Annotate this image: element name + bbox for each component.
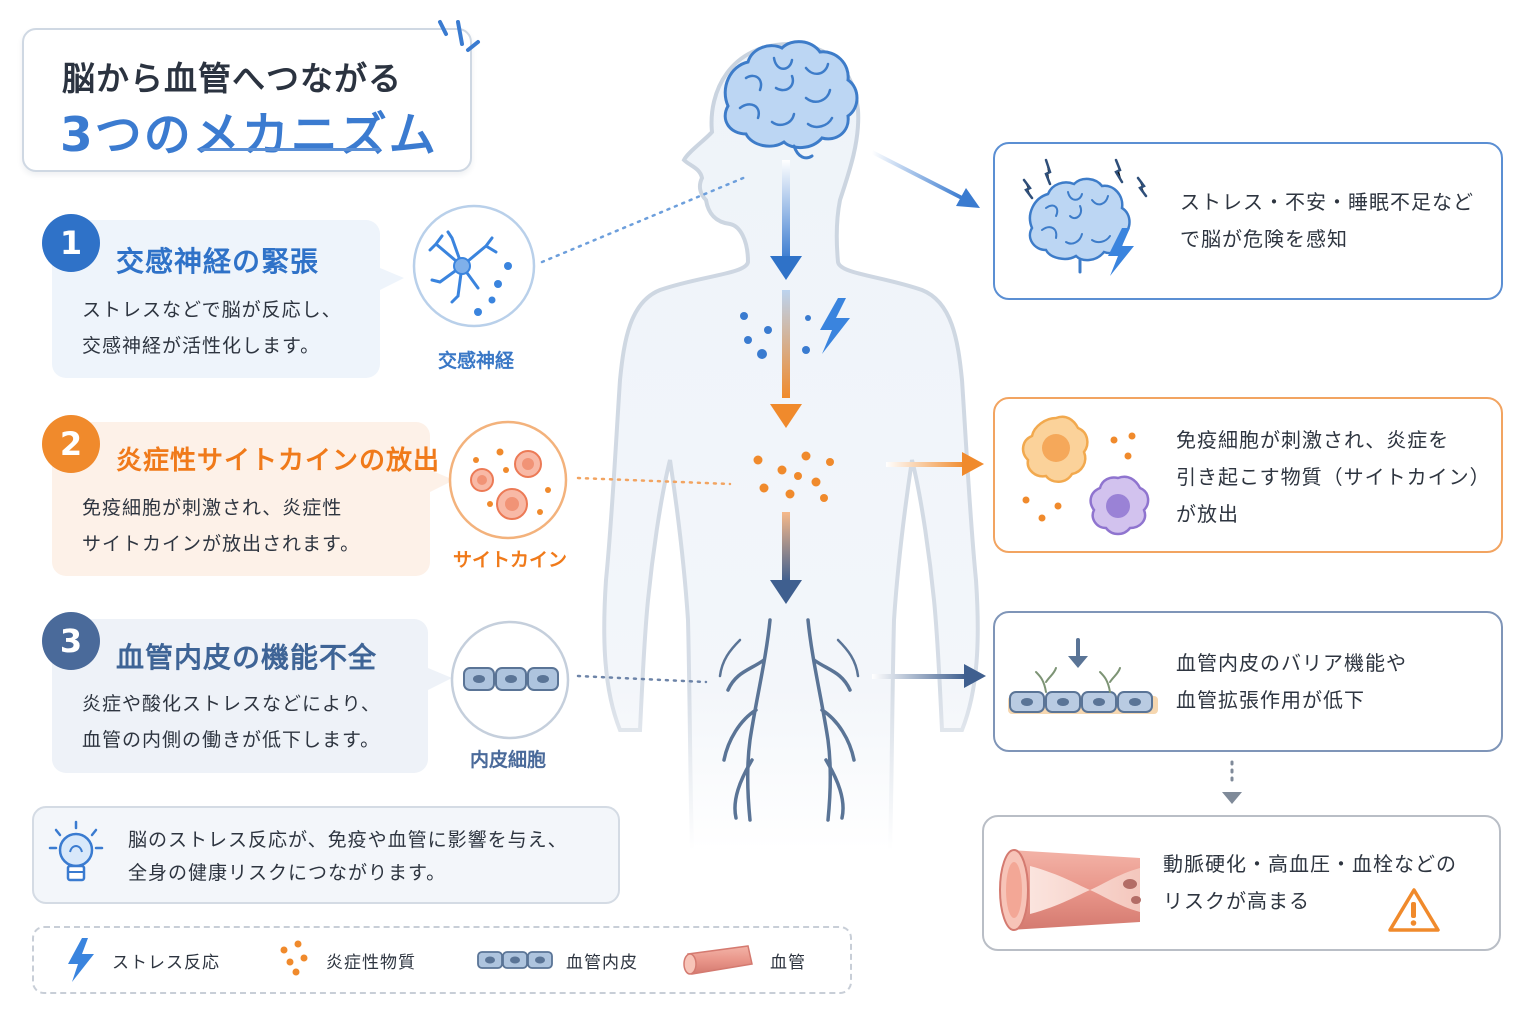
card-tail-3 [428,668,452,690]
info-box-endothelium [993,611,1503,752]
info-text-risk: 動脈硬化・高血圧・血栓などの リスクが高まる [1163,852,1457,913]
title-line2: 3つのメカニズム [60,108,438,163]
nerve-cell-icon [412,204,536,328]
mechanism-card-1 [52,220,380,378]
legend-label-endothelium: 血管内皮 [566,953,638,973]
nerve-signal-particles [740,312,811,359]
endothelial-cells-icon [450,620,570,740]
summary-note-box [32,806,620,904]
circle-label-nerve: 交感神経 [437,350,514,372]
mechanism-card-3 [52,619,428,773]
mechanism-title-2: 炎症性サイトカインの放出 [116,446,441,476]
circle-label-endothelial: 内皮細胞 [469,749,546,771]
body-silhouette [602,41,980,852]
side-arrows [871,150,986,688]
blood-vessels [718,618,860,822]
info-text-endothelium: 血管内皮のバリア機能や 血管拡張作用が低下 [1176,651,1407,712]
mechanism-title-3: 血管内皮の機能不全 [116,641,378,674]
down-connector [1222,760,1242,804]
mechanism-description-3: 炎症や酸化ストレスなどにより、 血管の内側の働きが低下します。 [82,693,381,751]
mechanism-number-1: 1 [42,214,100,272]
legend-label-vessel: 血管 [770,953,806,973]
mechanism-card-2 [52,422,430,576]
mechanism-number-2: 2 [42,415,100,473]
dotted-connectors [540,174,750,684]
mechanism-number-3: 3 [42,612,100,670]
circle-label-cytokine: サイトカイン [452,549,567,571]
title-line1: 脳から血管へつながる [62,59,402,98]
mechanism-title-1: 交感神経の緊張 [116,245,320,278]
legend-label-stress: ストレス反応 [112,953,220,973]
info-text-immune: 免疫細胞が刺激され、炎症を 引き起こす物質（サイトカイン） が放出 [1176,428,1491,526]
legend-label-inflammatory: 炎症性物質 [326,953,416,973]
card-tail-1 [380,268,404,290]
brain-icon [723,40,859,160]
cytokine-cells-icon [448,420,568,540]
lightning-icon [820,298,850,354]
mechanism-description-2: 免疫細胞が刺激され、炎症性 サイトカインが放出されます。 [82,497,361,555]
info-text-brain: ストレス・不安・睡眠不足など で脳が危険を感知 [1180,190,1474,251]
cytokine-particles [753,451,834,502]
title-underline [200,148,380,151]
summary-note-text: 脳のストレス反応が、免疫や血管に影響を与え、 全身の健康リスクにつながります。 [128,829,568,884]
mechanism-description-1: ストレスなどで脳が反応し、 交感神経が活性化します。 [82,299,342,357]
central-flow-arrows [770,160,802,604]
